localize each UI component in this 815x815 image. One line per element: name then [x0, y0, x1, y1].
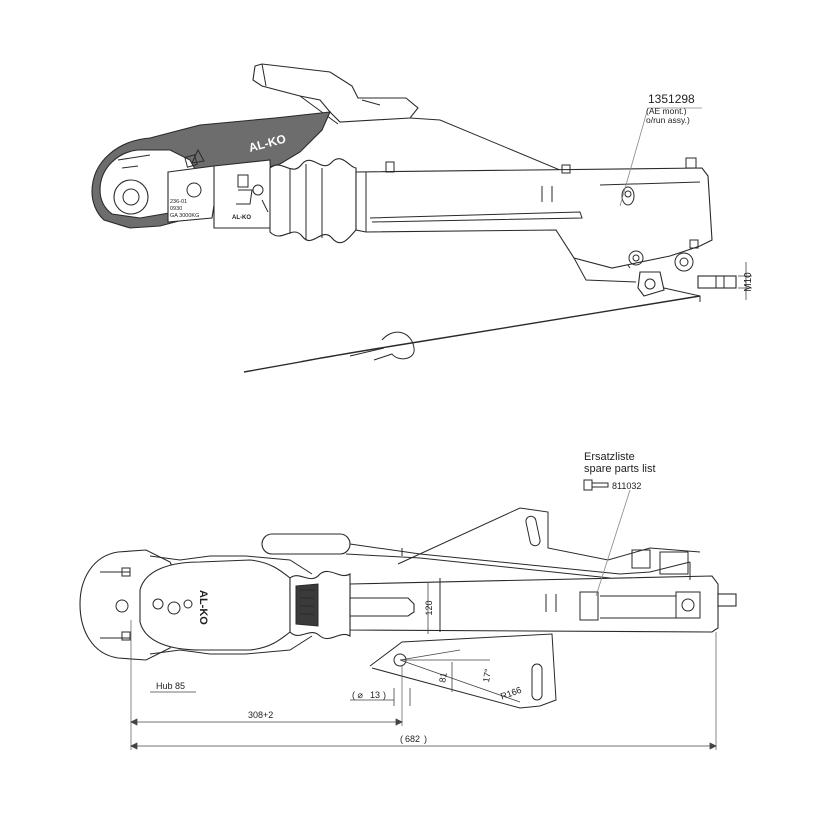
- plate-line3: GA 3000KG: [170, 213, 199, 219]
- plate-line2: 0930: [170, 206, 182, 212]
- drawbar-housing: [355, 167, 713, 269]
- threaded-rod: [697, 275, 737, 289]
- coupling-ball-socket: [113, 179, 149, 215]
- brake-cable: [243, 295, 701, 373]
- svg-text:): ): [383, 690, 386, 700]
- spare-parts-label-de: Ersatzliste: [584, 451, 635, 463]
- warning-icon: [184, 148, 205, 168]
- part-number: 1351298: [648, 92, 695, 106]
- svg-text:(: (: [400, 734, 403, 744]
- handbrake-lever-top: [261, 533, 351, 555]
- assembly-note-line2: o/run assy.): [646, 115, 690, 125]
- hub-dimension: Hub 85: [156, 681, 185, 691]
- bolt-icon: [583, 479, 609, 491]
- height-dimension: 120: [424, 600, 434, 615]
- spare-parts-number: 811032: [612, 481, 641, 491]
- handbrake-lever: [252, 63, 419, 123]
- length-dimension: 308+2: [248, 710, 273, 720]
- spare-parts-label-en: spare parts list: [584, 463, 656, 475]
- keyhole-slot: [621, 186, 635, 206]
- bore-dimension: 13: [370, 690, 380, 700]
- thread-dimension: M10: [743, 272, 754, 292]
- assembly-note-line1: (AE mont.): [646, 106, 687, 116]
- dimension-angle: 17°: [481, 668, 493, 684]
- side-view: 236-01 0930 GA 3000KG AL-KO AL-KO: [91, 63, 754, 373]
- dimension-81: 81: [437, 672, 449, 684]
- plate-line1: 236-01: [170, 199, 187, 205]
- svg-text:): ): [424, 734, 427, 744]
- bellows: [269, 158, 357, 244]
- hex-nut: [628, 250, 644, 266]
- brand-logo-top: AL-KO: [197, 590, 209, 625]
- brand-small: AL-KO: [232, 215, 251, 221]
- top-view: AL-KO 120 81 17° R166 Hub 85 ( ⌀ 13 ): [79, 451, 737, 750]
- total-length-dimension: 682: [405, 734, 420, 744]
- svg-text:( ⌀: ( ⌀: [352, 690, 363, 700]
- mounting-plate: [397, 507, 701, 565]
